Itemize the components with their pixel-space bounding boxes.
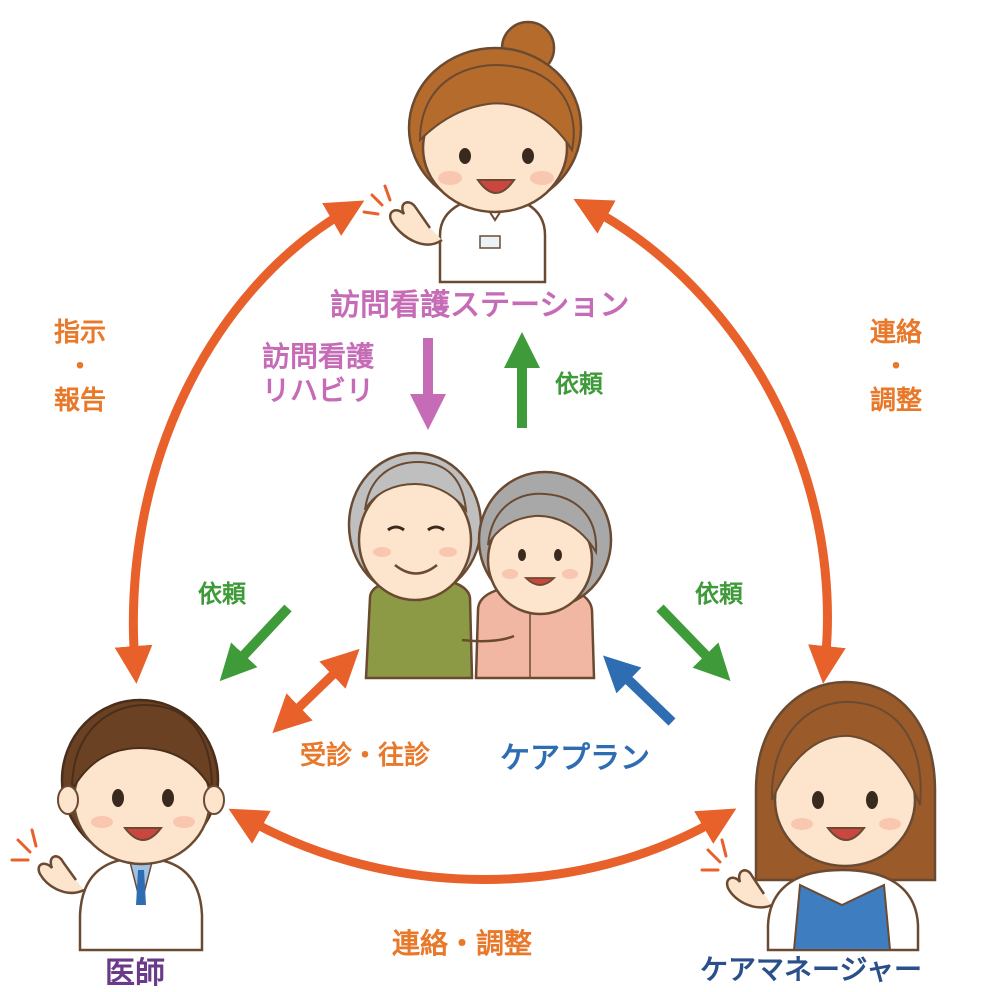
visit-nursing-label: 訪問看護 リハビリ <box>262 340 374 408</box>
coordination-text: 調整 <box>869 386 922 416</box>
arrow-doctor-caremanager <box>228 808 737 884</box>
consultation-label: 受診・往診 <box>300 741 431 771</box>
arrow-care-plan <box>603 655 676 726</box>
care-plan-label: ケアプラン <box>500 741 650 776</box>
arrow-request-to-doctor <box>219 604 292 682</box>
request-to-caremanager-label: 依頼 <box>695 580 743 608</box>
care-manager-label: ケアマネージャー <box>700 953 923 986</box>
elderly-couple-icon <box>347 451 613 680</box>
arrow-request-to-caremanager <box>656 604 731 681</box>
request-to-doctor-label: 依頼 <box>198 580 246 608</box>
contact-dot: ・ <box>882 352 909 382</box>
visit-nursing-line1: 訪問看護 <box>262 340 375 373</box>
contact-text: 連絡 <box>869 318 922 348</box>
instruction-dot: ・ <box>66 352 93 382</box>
contact-coordination-bottom-label: 連絡・調整 <box>392 927 533 960</box>
arrow-nurse-caremanager <box>573 198 846 684</box>
arrow-consultation <box>272 648 360 734</box>
visit-nursing-line2: リハビリ <box>262 374 375 407</box>
request-to-nurse-label: 依頼 <box>555 370 603 398</box>
doctor-icon <box>10 698 225 952</box>
doctor-label: 医師 <box>105 956 165 991</box>
nurse-icon <box>362 20 583 284</box>
arrow-nurse-doctor <box>114 200 365 684</box>
nurse-station-label: 訪問看護ステーション <box>330 288 630 323</box>
instruction-report-label: 指示 ・ 報告 <box>44 316 116 418</box>
care-manager-icon <box>700 680 937 952</box>
instruction-text: 指示 <box>53 318 106 348</box>
contact-coordination-right-label: 連絡 ・ 調整 <box>860 316 932 418</box>
report-text: 報告 <box>53 386 106 416</box>
